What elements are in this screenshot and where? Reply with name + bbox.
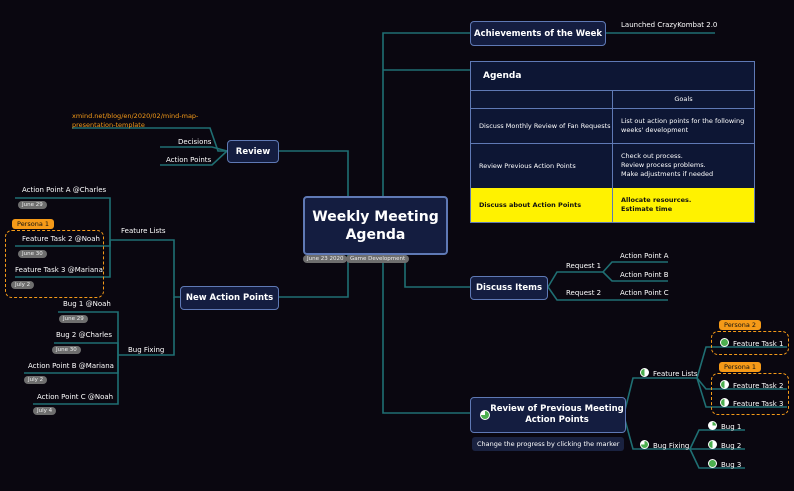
nap-feature-task-3[interactable]: Feature Task 3 @Mariana (15, 266, 103, 274)
nap-action-point-a[interactable]: Action Point A @Charles (22, 186, 107, 194)
progress-half-icon[interactable] (640, 368, 649, 377)
discuss-items-node[interactable]: Discuss Items (470, 276, 548, 300)
agenda-topic: Review Previous Action Points (471, 143, 613, 188)
achievements-label: Achievements of the Week (474, 28, 602, 39)
discuss-label: Discuss Items (475, 283, 543, 293)
agenda-table[interactable]: Agenda Goals Discuss Monthly Review of F… (470, 61, 755, 223)
new-action-points-node[interactable]: New Action Points (180, 286, 279, 310)
progress-half-icon[interactable] (720, 380, 729, 389)
progress-half-icon[interactable] (720, 398, 729, 407)
request-2[interactable]: Request 2 (566, 289, 602, 297)
date-tag: June 23 2020 (303, 255, 348, 263)
rp-feature-task-2[interactable]: Feature Task 2 (720, 380, 783, 390)
discuss-action-point-c[interactable]: Action Point C (620, 289, 669, 297)
due-date-tag: July 2 (24, 376, 48, 384)
nap-action-point-b[interactable]: Action Point B @Mariana (28, 362, 114, 370)
central-title: Weekly Meeting Agenda (312, 208, 439, 243)
rp-feature-task-1[interactable]: Feature Task 1 (720, 338, 783, 348)
discuss-action-point-a[interactable]: Action Point A (620, 252, 669, 260)
agenda-row: Review Previous Action Points Check out … (471, 143, 754, 189)
agenda-goal: Allocate resources. Estimate time (621, 196, 692, 213)
goals-header: Goals (674, 95, 693, 103)
review-action-points[interactable]: Action Points (166, 156, 212, 164)
rp-feature-task-3[interactable]: Feature Task 3 (720, 398, 783, 408)
progress-quarter-icon[interactable] (708, 421, 717, 430)
due-date-tag: June 29 (59, 315, 88, 323)
review-node[interactable]: Review (227, 140, 279, 163)
agenda-goal: List out action points for the following… (621, 116, 745, 134)
discuss-action-point-b[interactable]: Action Point B (620, 271, 669, 279)
progress-hint: Change the progress by clicking the mark… (472, 437, 625, 451)
agenda-topic: Discuss about Action Points (471, 188, 613, 222)
progress-complete-icon[interactable] (720, 338, 729, 347)
agenda-row: Discuss Monthly Review of Fan Requests L… (471, 108, 754, 144)
persona-1-badge: Persona 1 (719, 362, 762, 372)
nap-feature-task-2[interactable]: Feature Task 2 @Noah (22, 235, 100, 243)
achievements-node[interactable]: Achievements of the Week (470, 21, 606, 46)
agenda-topic: Discuss Monthly Review of Fan Requests (471, 108, 613, 143)
persona-2-group (711, 331, 789, 355)
due-date-tag: July 4 (33, 407, 57, 415)
rp-bug-1[interactable]: Bug 1 (708, 421, 741, 431)
rp-feature-lists[interactable]: Feature Lists (640, 368, 698, 378)
progress-half-icon[interactable] (708, 440, 717, 449)
rp-bug-3[interactable]: Bug 3 (708, 459, 741, 469)
persona-1-group (5, 230, 104, 298)
central-topic[interactable]: Weekly Meeting Agenda (303, 196, 448, 255)
agenda-title: Agenda (471, 62, 754, 91)
nap-feature-lists[interactable]: Feature Lists (121, 227, 166, 235)
rp-bug-2[interactable]: Bug 2 (708, 440, 741, 450)
nap-bug-1[interactable]: Bug 1 @Noah (63, 300, 111, 308)
agenda-goal: Check out process. Review process proble… (621, 152, 714, 178)
due-date-tag: June 30 (18, 250, 47, 258)
progress-marker-icon[interactable] (480, 410, 490, 420)
persona-2-badge: Persona 2 (719, 320, 762, 330)
agenda-header-row: Goals (471, 91, 754, 109)
agenda-row-highlighted: Discuss about Action Points Allocate res… (471, 188, 754, 222)
review-label: Review (235, 146, 271, 157)
due-date-tag: June 30 (52, 346, 81, 354)
persona-1-group (711, 373, 789, 415)
nap-action-point-c[interactable]: Action Point C @Noah (37, 393, 114, 401)
category-tag: Game Development (346, 255, 410, 263)
progress-three-quarter-icon[interactable] (640, 440, 649, 449)
achievement-item[interactable]: Launched CrazyKombat 2.0 (621, 21, 718, 29)
nap-bug-fixing[interactable]: Bug Fixing (128, 346, 165, 354)
due-date-tag: June 29 (18, 201, 47, 209)
persona-1-badge: Persona 1 (12, 219, 55, 229)
progress-complete-icon[interactable] (708, 459, 717, 468)
review-previous-node[interactable]: Review of Previous Meeting Action Points (470, 397, 626, 433)
review-decisions[interactable]: Decisions (178, 138, 212, 146)
request-1[interactable]: Request 1 (566, 262, 602, 270)
rp-bug-fixing[interactable]: Bug Fixing (640, 440, 689, 450)
new-action-points-label: New Action Points (185, 293, 274, 303)
due-date-tag: July 2 (11, 281, 35, 289)
review-link[interactable]: xmind.net/blog/en/2020/02/mind-map-prese… (72, 112, 199, 129)
review-previous-label: Review of Previous Meeting Action Points (490, 404, 624, 425)
nap-bug-2[interactable]: Bug 2 @Charles (56, 331, 112, 339)
